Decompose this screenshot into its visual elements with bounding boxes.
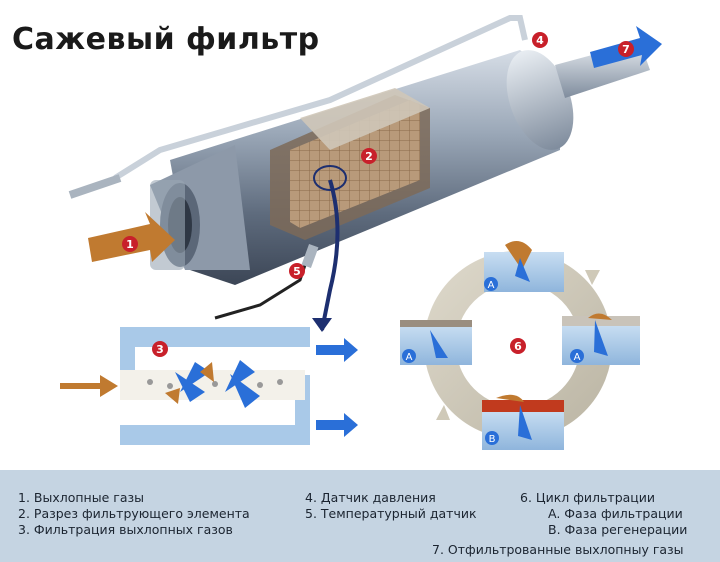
svg-text:3: 3 — [156, 343, 164, 356]
badge-1: 1 — [122, 236, 138, 252]
legend-item-5: 5. Температурный датчик — [305, 506, 477, 521]
legend-item-1: 1. Выхлопные газы — [18, 490, 145, 505]
filtration-cross-section — [60, 327, 358, 445]
particulate-filter-body — [68, 15, 650, 332]
phase-a-top: A — [484, 277, 498, 291]
badge-5: 5 — [289, 263, 305, 279]
legend-item-4: 4. Датчик давления — [305, 490, 436, 505]
diagram-area: Сажевый фильтр — [12, 15, 662, 450]
legend-panel: 1. Выхлопные газы 2. Разрез фильтрующего… — [0, 470, 720, 562]
badge-4: 4 — [532, 32, 548, 48]
legend-item-6b: B. Фаза регенерации — [548, 522, 688, 537]
legend-item-3: 3. Фильтрация выхлопных газов — [18, 522, 233, 537]
legend-item-6: 6. Цикл фильтрации — [520, 490, 656, 505]
svg-text:A: A — [574, 352, 581, 363]
svg-text:2: 2 — [365, 150, 373, 163]
phase-a-left: A — [402, 349, 416, 363]
svg-text:7: 7 — [622, 43, 630, 56]
legend-item-6a: A. Фаза фильтрации — [548, 506, 683, 521]
svg-text:5: 5 — [293, 265, 301, 278]
legend-item-2: 2. Разрез фильтрующего элемента — [18, 506, 250, 521]
phase-a-right: A — [570, 349, 584, 363]
svg-text:4: 4 — [536, 34, 544, 47]
diagram-title: Сажевый фильтр — [12, 22, 320, 57]
svg-text:1: 1 — [126, 238, 134, 251]
badge-3: 3 — [152, 341, 168, 357]
phase-b-bottom: B — [485, 431, 499, 445]
badge-2: 2 — [361, 148, 377, 164]
filtration-cycle — [400, 241, 640, 450]
badge-6: 6 — [510, 338, 526, 354]
legend-item-7: 7. Отфильтрованные выхлопныу газы — [432, 542, 684, 557]
svg-text:B: B — [489, 434, 496, 445]
svg-text:A: A — [488, 280, 495, 291]
badge-7: 7 — [618, 41, 634, 57]
svg-text:6: 6 — [514, 340, 522, 353]
diagram-svg: 1 2 3 4 5 6 7 A A A B — [60, 15, 662, 450]
svg-text:A: A — [406, 352, 413, 363]
